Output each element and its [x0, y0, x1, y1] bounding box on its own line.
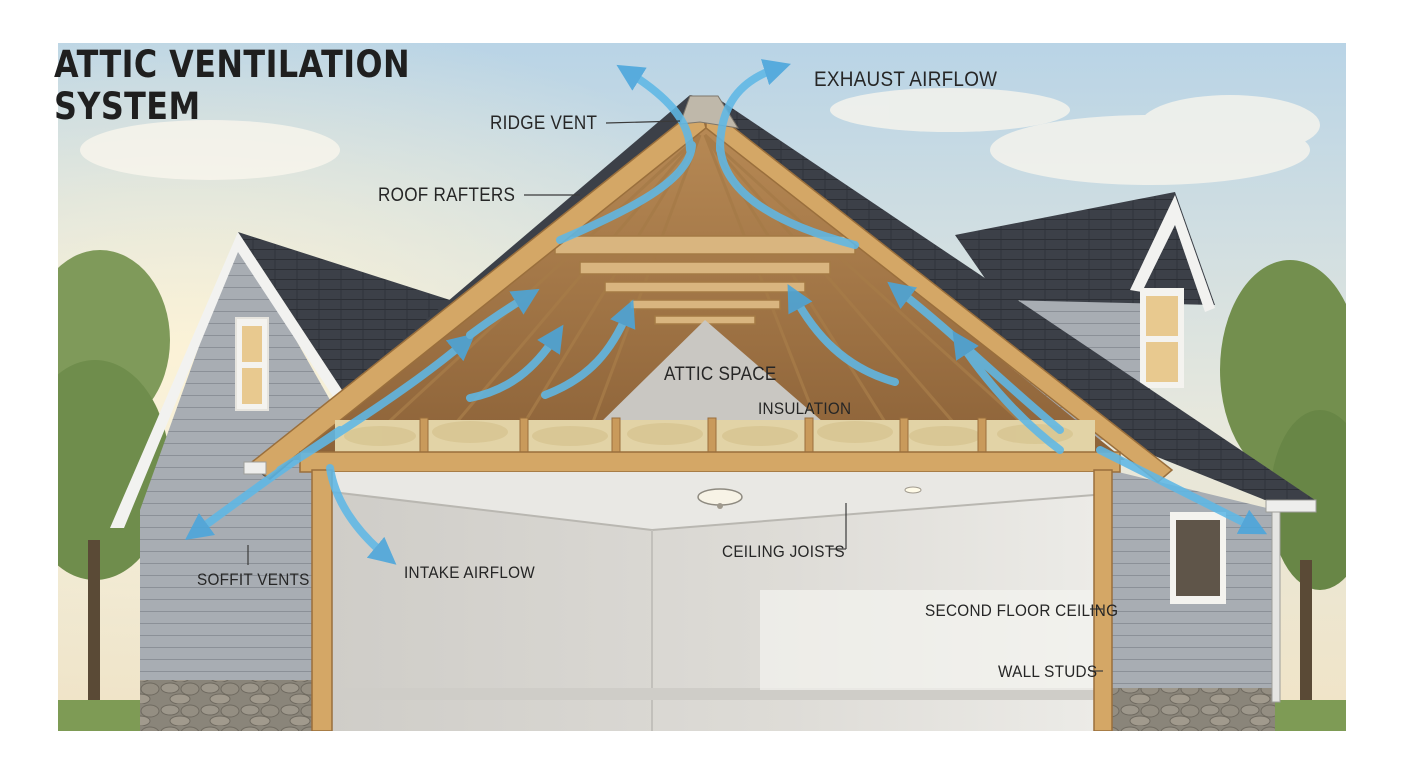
attic-cross-section-illustration — [58, 43, 1346, 731]
flow-left-main-icon — [556, 141, 696, 244]
insulation-batts — [335, 417, 1095, 455]
intake-airflow-arrow-icon — [326, 464, 397, 565]
downspout-right — [1271, 511, 1281, 703]
intake-left-inner-icon — [541, 299, 636, 399]
trees-left — [58, 250, 170, 710]
ceiling-joist-beam — [299, 451, 1121, 473]
intake-left-up2-icon — [466, 288, 540, 339]
label-wall-studs: WALL STUDS — [998, 662, 1098, 681]
wall-stud-left — [311, 469, 333, 731]
interior-room — [331, 472, 1095, 731]
ceiling-light-icon — [697, 488, 743, 509]
label-roof-rafters: ROOF RAFTERS — [378, 185, 516, 206]
intake-right-inner-icon — [787, 284, 899, 386]
title-line-2: SYSTEM — [54, 85, 201, 128]
title-line-1: ATTIC VENTILATION — [54, 43, 411, 86]
label-ceiling-joists: CEILING JOISTS — [722, 542, 845, 561]
label-attic-space: ATTIC SPACE — [664, 364, 777, 385]
diagram-title: ATTIC VENTILATION SYSTEM — [54, 44, 410, 128]
label-exhaust-airflow: EXHAUST AIRFLOW — [814, 68, 998, 91]
intake-right-mid-icon — [952, 330, 1064, 454]
label-intake-airflow: INTAKE AIRFLOW — [404, 563, 536, 582]
flow-right-main-icon — [716, 141, 859, 249]
illustration-frame — [58, 43, 1346, 731]
soffit-arrow-right-icon — [1096, 446, 1268, 535]
exhaust-arrow-left-icon — [616, 64, 694, 154]
airflow-arrows — [185, 59, 1268, 565]
main-roof-shingles — [690, 95, 1315, 500]
label-second-floor-ceiling: SECOND FLOOR CEILING — [925, 601, 1119, 620]
leader-lines — [247, 120, 1103, 672]
gutter-right — [1265, 499, 1317, 513]
label-ridge-vent: RIDGE VENT — [490, 113, 598, 134]
wall-stud-right — [1093, 469, 1113, 731]
exhaust-arrow-right-icon — [716, 59, 791, 154]
attic-space-void — [595, 320, 830, 428]
soffit-arrow-left-icon — [185, 426, 344, 540]
label-soffit-vents: SOFFIT VENTS — [197, 570, 310, 589]
gutter-left — [243, 461, 267, 475]
intake-left-mid-icon — [466, 324, 564, 402]
clouds — [80, 88, 1320, 185]
label-insulation: INSULATION — [758, 399, 852, 418]
recessed-light — [904, 486, 922, 494]
